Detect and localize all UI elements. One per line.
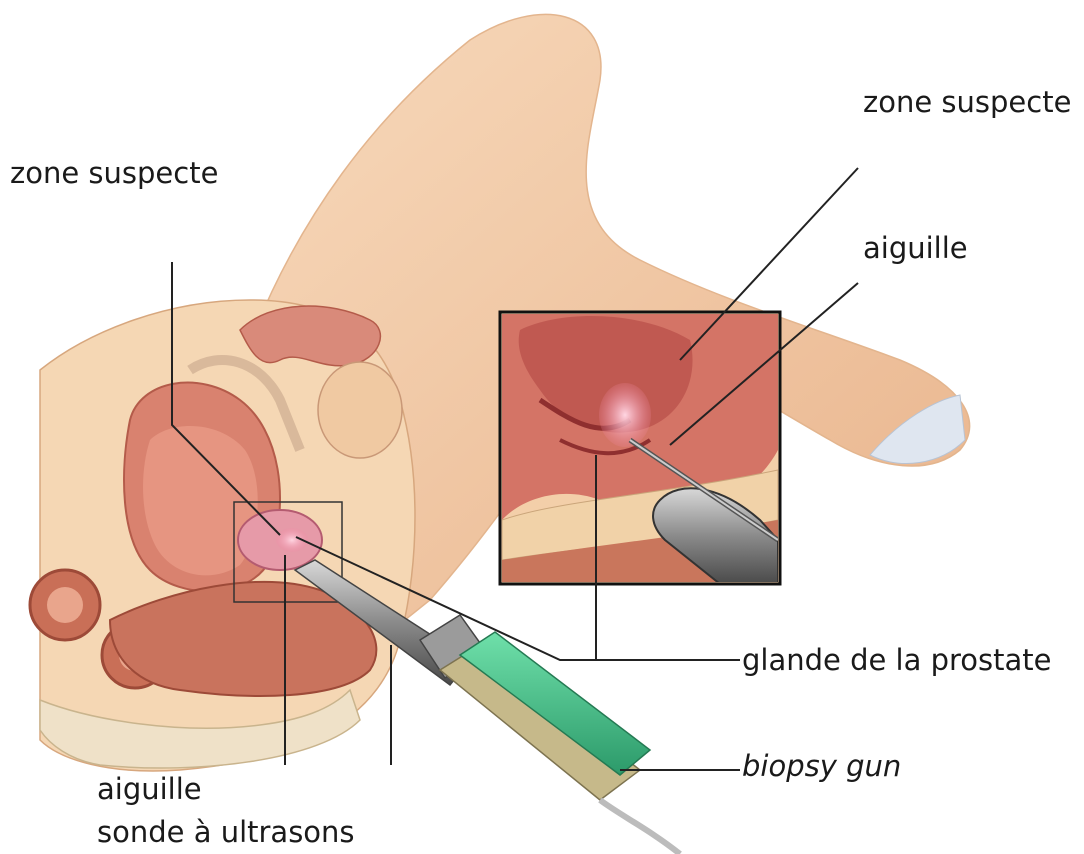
label-biopsy-gun: biopsy gun xyxy=(742,749,901,783)
suspect-zone-highlight xyxy=(599,383,651,447)
label-aiguille-right: aiguille xyxy=(863,231,968,265)
label-zone-suspecte-left: zone suspecte xyxy=(10,156,218,190)
label-sonde-ultrasons: sonde à ultrasons xyxy=(97,815,355,849)
pelvis-section xyxy=(30,300,415,771)
label-aiguille-bottom: aiguille xyxy=(97,772,202,806)
label-zone-suspecte-right: zone suspecte xyxy=(863,85,1071,119)
label-glande-prostate: glande de la prostate xyxy=(742,643,1052,677)
inset-magnified-view xyxy=(500,312,780,584)
biopsy-gun xyxy=(440,632,680,854)
